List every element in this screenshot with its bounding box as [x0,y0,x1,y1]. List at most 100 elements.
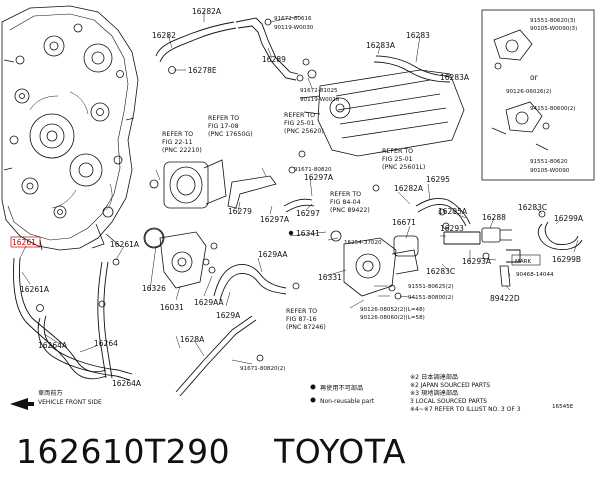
vehicle-front-arrow-icon [10,398,34,410]
callout-16295[interactable]: 16295 [426,175,450,184]
hose-drawings [13,17,583,397]
stud-90126-08060[interactable]: 90126-08060(2)(L=58) [360,315,425,321]
inset-90126-06026[interactable]: 90126-06026(2) [506,89,552,95]
svg-text:(PNC 25601L): (PNC 25601L) [382,164,425,171]
callout-16282A-b[interactable]: 16282A [394,184,424,193]
inset-90105-W0090-b[interactable]: 90105-W0090 [530,168,570,174]
callout-16283C-b[interactable]: 16283C [426,267,455,276]
callout-16283[interactable]: 16283 [406,31,430,40]
inset-90105-W0090[interactable]: 90105-W0090(3) [530,26,577,32]
legend-nonreusable-dot [310,397,316,403]
callout-16264A[interactable]: 16264A [38,341,68,350]
part-number-caption: 162610T290 TOYOTA [16,432,406,471]
callout-16295A[interactable]: 16295A [438,207,468,216]
svg-text:REFER TO: REFER TO [284,112,315,119]
callout-16331[interactable]: 16331 [318,273,342,282]
legend-note3-jp: ※3 現地調達部品 [410,389,458,397]
svg-text:REFER TO: REFER TO [330,191,361,198]
callout-16282[interactable]: 16282 [152,31,176,40]
callout-16278E[interactable]: 16278E [188,66,217,75]
callout-1629AA[interactable]: 1629AA [194,298,224,307]
callout-16031[interactable]: 16031 [160,303,184,312]
legend-front-en: VEHICLE FRONT SIDE [38,399,102,406]
washer-94151-80800[interactable]: 94151-80800(2) [408,295,454,301]
callout-1629AA-b[interactable]: 1629AA [258,250,288,259]
callout-1628A[interactable]: 1628A [180,335,205,344]
callout-16264[interactable]: 16264 [94,339,118,348]
refer-note-3[interactable]: REFER TO FIG 25-01 (PNC 25620) [284,112,324,135]
bolt-91551-80625[interactable]: 91551-80625(2) [408,284,454,290]
component-drawings [36,18,546,362]
svg-text:(PNC 89422): (PNC 89422) [330,207,370,214]
highlight-box [10,236,41,248]
bolt-91671-80820-2[interactable]: 91671-80820(2) [240,366,286,372]
callout-16279[interactable]: 16279 [228,207,252,216]
stud-90126-08052[interactable]: 90126-08052(2)(L=48) [360,307,425,313]
refer-note-6[interactable]: REFER TO FIG 87-16 (PNC 87246) [286,308,326,331]
callout-16326[interactable]: 16326 [142,284,166,293]
inset-91551-80620-b[interactable]: 91551-80620 [530,159,568,165]
diagram-code: 16545E [552,404,574,410]
callout-89422D[interactable]: 89422D [490,294,520,303]
svg-text:(PNC 25620): (PNC 25620) [284,128,324,135]
callout-16283A-b[interactable]: 16283A [440,73,470,82]
legend-reused-jp: 再使用不可部品 [320,384,363,392]
callout-16261[interactable]: 16261 [12,238,36,247]
non-reusable-dot [288,230,294,236]
callout-16282A[interactable]: 16282A [192,7,222,16]
legend-note3-en: 3 LOCAL SOURCED PARTS [410,398,487,405]
refer-note-4[interactable]: REFER TO FIG 25-01 (PNC 25601L) [382,148,425,171]
callout-16293A[interactable]: 16293A [462,257,492,266]
svg-text:FIG 25-01: FIG 25-01 [382,156,413,163]
variant-inset-box [481,9,595,181]
callout-16288[interactable]: 16288 [482,213,506,222]
bolt-91671-80820[interactable]: 91671-80820 [294,167,332,173]
callout-16671[interactable]: 16671 [392,218,416,227]
svg-text:FIG 17-08: FIG 17-08 [208,123,239,130]
svg-text:(PNC 22210): (PNC 22210) [162,147,202,154]
callout-16261A-left[interactable]: 16261A [20,285,50,294]
callout-16254[interactable]: 16254-37020 [344,240,382,246]
callout-16261A[interactable]: 16261A [110,240,140,249]
bolt-91672-80616[interactable]: 91672-80616 [274,16,312,22]
bolt-90119-W0030[interactable]: 90119-W0030 [274,25,314,31]
refer-note-5[interactable]: REFER TO FIG 84-04 (PNC 89422) [330,191,370,214]
refer-note-2[interactable]: REFER TO FIG 22-11 (PNC 22210) [162,131,202,154]
callout-16289[interactable]: 16289 [262,55,286,64]
callout-16264A-b[interactable]: 16264A [112,379,142,388]
callout-16299B[interactable]: 16299B [552,255,581,264]
legend-note2-en: ※2 JAPAN SOURCED PARTS [410,382,490,389]
callout-16297A-b[interactable]: 16297A [304,173,334,182]
inset-91551-80620[interactable]: 91551-80620(3) [530,18,576,24]
inset-or: or [530,73,539,82]
legend-reused-en: Non-reusable part [320,398,375,405]
callout-16297A[interactable]: 16297A [260,215,290,224]
callout-16283A[interactable]: 16283A [366,41,396,50]
callout-16341[interactable]: 16341 [296,229,320,238]
callout-16293[interactable]: 16293 [440,224,464,233]
inset-94151-80600[interactable]: 94151-80600(2) [530,106,576,112]
svg-text:REFER TO: REFER TO [382,148,413,155]
legend-front-jp: 車両前方 [38,389,63,397]
callout-16299A[interactable]: 16299A [554,214,584,223]
bolt-90119-W0026[interactable]: 90119-W0026 [300,97,340,103]
legend-note4: ※4~※7 REFER TO ILLUST NO. 3 OF 3 [410,406,521,413]
refer-notes: REFER TO FIG 17-08 (PNC 17650G) REFER TO… [162,112,425,331]
svg-text:FIG 87-16: FIG 87-16 [286,316,317,323]
svg-text:REFER TO: REFER TO [208,115,239,122]
svg-text:FIG 25-01: FIG 25-01 [284,120,315,127]
svg-text:REFER TO: REFER TO [162,131,193,138]
legend: 再使用不可部品 Non-reusable part ※2 日本調達部品 ※2 J… [10,373,574,413]
cooling-parts-diagram: 16261 16261A 16261A 16264A 16264 16264A … [1,5,595,413]
svg-text:(PNC 87246): (PNC 87246) [286,324,326,331]
callout-1629A[interactable]: 1629A [216,311,241,320]
legend-note2-jp: ※2 日本調達部品 [410,373,458,381]
mark-box [511,254,541,266]
bolt-91672-81025[interactable]: 91672-81025 [300,88,338,94]
callout-16283C[interactable]: 16283C [518,203,547,212]
callout-16297[interactable]: 16297 [296,209,320,218]
svg-text:(PNC 17650G): (PNC 17650G) [208,131,253,138]
clip-90468-14044[interactable]: 90468-14044 [516,272,554,278]
refer-note-1[interactable]: REFER TO FIG 17-08 (PNC 17650G) [208,115,253,138]
svg-text:FIG 22-11: FIG 22-11 [162,139,193,146]
